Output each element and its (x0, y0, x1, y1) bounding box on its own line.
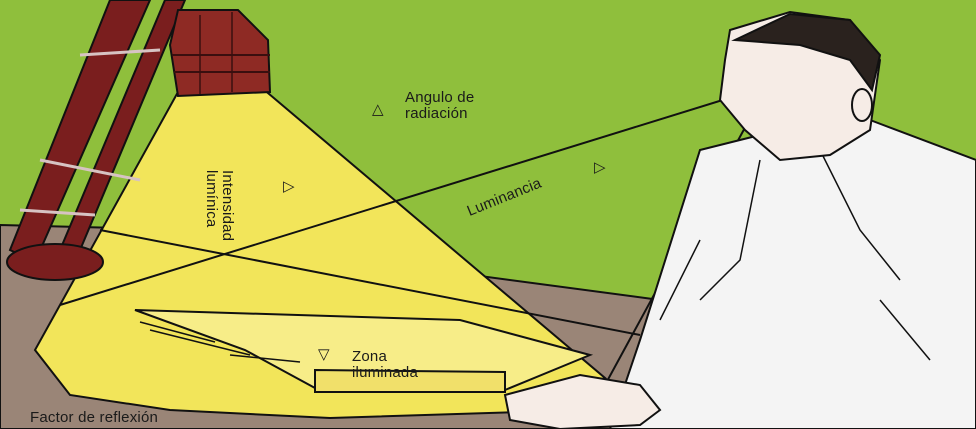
factor-label: Factor de reflexión (30, 410, 158, 426)
intensidad-label: Intensidad lumínica (203, 170, 235, 241)
lamp-base (7, 244, 103, 280)
angulo-label: Angulo de radiación (405, 90, 474, 122)
triangle-up-icon: △ (372, 100, 384, 118)
triangle-down-icon: ▽ (318, 345, 330, 363)
triangle-right-icon-2: ▷ (594, 158, 606, 176)
person-ear (852, 89, 872, 121)
triangle-right-icon: ▷ (283, 177, 295, 195)
zona-label: Zona iluminada (352, 349, 418, 381)
